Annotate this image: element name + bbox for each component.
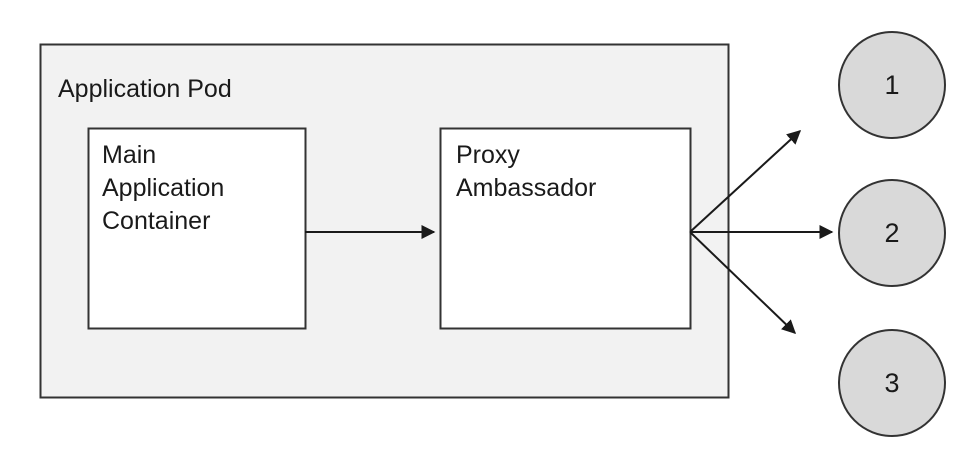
main-application-container-box: [87, 127, 307, 330]
endpoint-1-circle: [838, 31, 946, 139]
endpoint-3-circle: [838, 329, 946, 437]
connector-proxy-to-endpoint-1: [689, 130, 802, 233]
endpoint-2-circle: [838, 179, 946, 287]
endpoint-1-label: 1: [884, 70, 900, 100]
endpoint-3-label: 3: [884, 368, 900, 398]
proxy-ambassador-container-box: [439, 127, 692, 330]
endpoint-2-label: 2: [884, 218, 900, 248]
connector-proxy-to-endpoint-3: [689, 231, 797, 334]
